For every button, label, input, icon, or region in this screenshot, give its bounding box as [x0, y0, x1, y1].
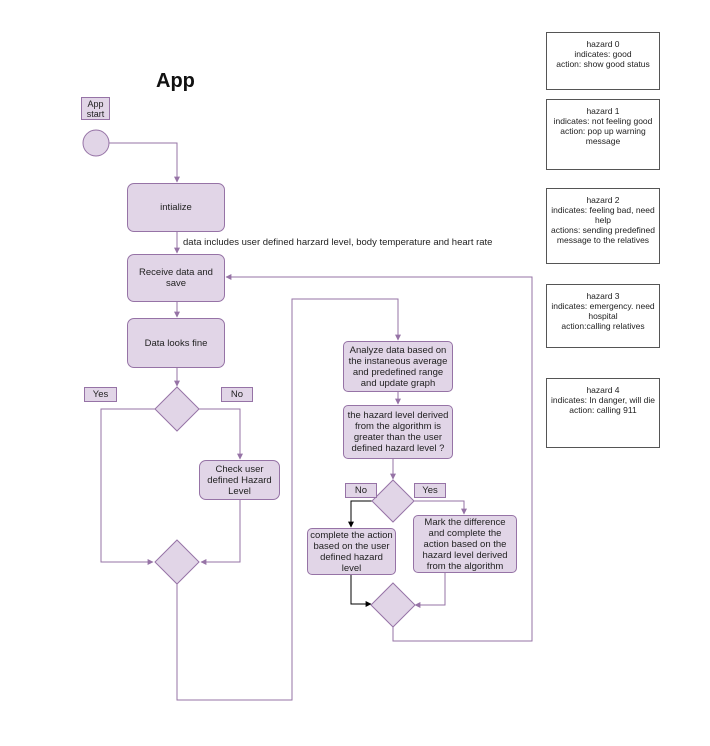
legend-hazard-0: hazard 0 indicates: good action: show go… — [546, 32, 660, 90]
mark-difference-node: Mark the difference and complete the act… — [413, 515, 517, 573]
edge-no-check — [199, 408, 243, 460]
merge-diamond-right — [370, 582, 416, 628]
receive-data-node: Receive data and save — [127, 254, 225, 302]
decision-diamond-left — [154, 386, 200, 432]
legend-hazard-4: hazard 4 indicates: In danger, will die … — [546, 378, 660, 448]
decision-diamond-right — [371, 479, 415, 523]
compare-hazard-node: the hazard level derived from the algori… — [343, 405, 453, 459]
analyze-data-node: Analyze data based on the instaneous ave… — [343, 341, 453, 392]
merge-diamond-left — [154, 539, 200, 585]
edge-yes-merge — [100, 408, 155, 565]
edge-mark-merge — [414, 573, 446, 608]
complete-user-action-node: complete the action based on the user de… — [307, 528, 396, 575]
check-user-hazard-node: Check user defined Hazard Level — [199, 460, 280, 500]
legend-hazard-1: hazard 1 indicates: not feeling good act… — [546, 99, 660, 170]
branch-label-no-left: No — [221, 387, 253, 402]
edge-check-merge — [200, 500, 241, 565]
legend-hazard-3: hazard 3 indicates: emergency. need hosp… — [546, 284, 660, 348]
data-looks-fine-node: Data looks fine — [127, 318, 225, 368]
branch-label-no-right: No — [345, 483, 377, 498]
edge-merge-analyze — [176, 298, 401, 701]
app-start-label: App start — [81, 97, 110, 120]
edge-complete-merge — [350, 575, 372, 607]
edge-start-init — [109, 142, 180, 183]
branch-label-yes-right: Yes — [414, 483, 446, 498]
legend-hazard-2: hazard 2 indicates: feeling bad, need he… — [546, 188, 660, 264]
data-annotation: data includes user defined harzard level… — [183, 237, 493, 248]
branch-label-yes-left: Yes — [84, 387, 117, 402]
page-title: App — [156, 70, 195, 92]
initialize-node: intialize — [127, 183, 225, 232]
start-circle — [82, 129, 110, 157]
edge-yes-mark — [414, 500, 467, 515]
edge-no-complete — [348, 500, 372, 528]
edge-loop-back — [225, 274, 533, 642]
